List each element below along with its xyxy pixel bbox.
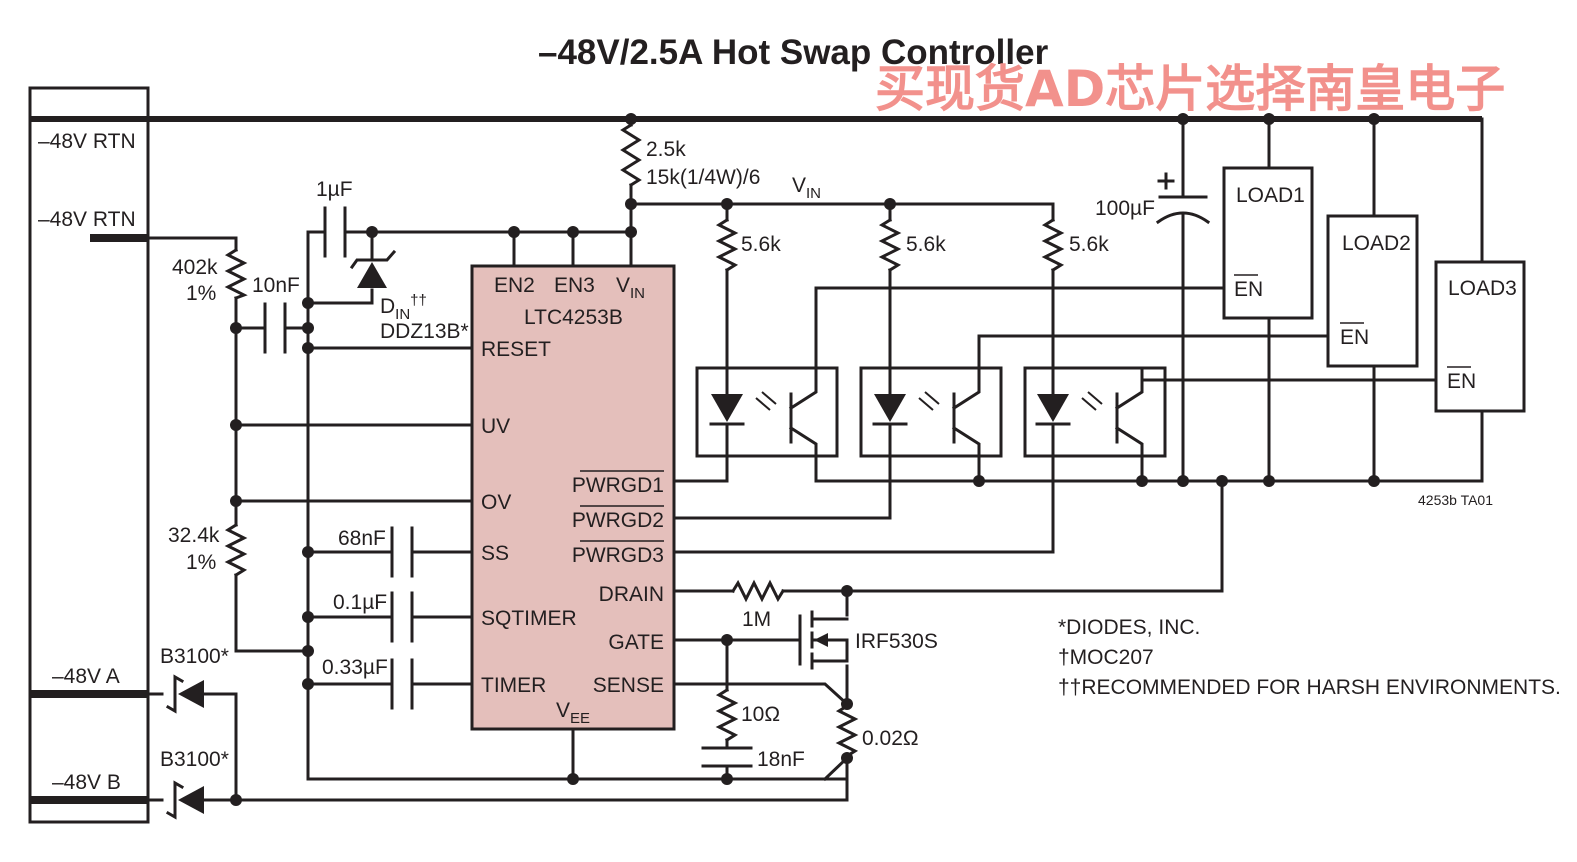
pin-vin: VIN bbox=[616, 274, 645, 302]
c-1uf-label: 1µF bbox=[316, 178, 353, 201]
c-ss-label: 68nF bbox=[338, 527, 386, 550]
r-divider-top-tol: 1% bbox=[186, 282, 216, 305]
load2-label: LOAD2 bbox=[1342, 232, 1411, 255]
mosfet-irf530s bbox=[798, 610, 849, 670]
note-2: †MOC207 bbox=[1058, 646, 1154, 669]
r-divider-top-value: 402k bbox=[172, 256, 218, 279]
optocouplers bbox=[695, 366, 1167, 458]
zener-label: DIN†† bbox=[380, 292, 427, 323]
vin-net-label: VIN bbox=[792, 174, 821, 202]
pullup-1-label: 5.6k bbox=[741, 233, 781, 256]
load1-label: LOAD1 bbox=[1236, 184, 1305, 207]
c-10nf-label: 10nF bbox=[252, 274, 300, 297]
zener-part: DDZ13B* bbox=[380, 320, 469, 343]
load1-en: EN bbox=[1234, 278, 1263, 301]
ic-name: LTC4253B bbox=[524, 306, 623, 329]
r-sense-label: 0.02Ω bbox=[862, 727, 919, 750]
ic-ltc4253b bbox=[470, 264, 676, 731]
pin-en2: EN2 bbox=[494, 274, 535, 297]
pin-vee: VEE bbox=[556, 699, 590, 727]
resistors bbox=[224, 122, 1065, 759]
capacitors bbox=[263, 172, 1211, 768]
pin-drain: DRAIN bbox=[599, 583, 664, 606]
load2-en: EN bbox=[1340, 326, 1369, 349]
r-gate-label: 10Ω bbox=[741, 703, 780, 726]
c-gate-label: 18nF bbox=[757, 748, 805, 771]
mosfet-label: IRF530S bbox=[855, 630, 938, 653]
pin-48v-b-label: –48V B bbox=[52, 771, 121, 794]
junction-dots bbox=[230, 113, 1380, 806]
pin-pwrgd1: PWRGD1 bbox=[572, 474, 664, 497]
ic-labels: EN2 EN3 VIN LTC4253B RESET UV OV SS SQTI… bbox=[481, 274, 664, 727]
pin-48v-a-label: –48V A bbox=[52, 665, 120, 688]
pin-pwrgd2: PWRGD2 bbox=[572, 509, 664, 532]
note-1: *DIODES, INC. bbox=[1058, 616, 1200, 639]
opto-1-led bbox=[709, 394, 745, 426]
component-labels: 2.5k 15k(1/4W)/6 VIN 402k 1% 32.4k 1% 1µ… bbox=[160, 138, 1561, 771]
diode-a-label: B3100* bbox=[160, 645, 229, 668]
pin-rtn-2-label: –48V RTN bbox=[38, 208, 136, 231]
opto-light-arrows bbox=[755, 391, 1103, 411]
pin-sqtimer: SQTIMER bbox=[481, 607, 577, 630]
c-timer-label: 0.33µF bbox=[322, 656, 388, 679]
r-top-value: 2.5k bbox=[646, 138, 686, 161]
diode-b-label: B3100* bbox=[160, 748, 229, 771]
pin-gate: GATE bbox=[608, 631, 664, 654]
r-divider-bottom-tol: 1% bbox=[186, 551, 216, 574]
pin-en3: EN3 bbox=[554, 274, 595, 297]
pin-rtn-1-label: –48V RTN bbox=[38, 130, 136, 153]
loads: LOAD1 LOAD2 LOAD3 EN EN EN bbox=[1222, 166, 1526, 413]
opto-transistors bbox=[788, 366, 1144, 457]
pin-timer: TIMER bbox=[481, 674, 546, 697]
load3-label: LOAD3 bbox=[1448, 277, 1517, 300]
opto-2-led bbox=[872, 394, 908, 426]
pullup-2-label: 5.6k bbox=[906, 233, 946, 256]
watermark: 买现货AD芯片选择南皇电子 bbox=[875, 60, 1505, 118]
r-drain-label: 1M bbox=[742, 608, 771, 631]
load3-en: EN bbox=[1447, 370, 1476, 393]
figure-id: 4253b TA01 bbox=[1418, 492, 1493, 508]
pullup-3-label: 5.6k bbox=[1069, 233, 1109, 256]
note-3: ††RECOMMENDED FOR HARSH ENVIRONMENTS. bbox=[1058, 676, 1561, 699]
pin-ss: SS bbox=[481, 542, 509, 565]
pin-uv: UV bbox=[481, 415, 510, 438]
zener-diode bbox=[349, 249, 397, 288]
pin-pwrgd3: PWRGD3 bbox=[572, 544, 664, 567]
r-top-rating: 15k(1/4W)/6 bbox=[646, 166, 760, 189]
schottky-diodes bbox=[165, 674, 204, 820]
backplane-connector: –48V RTN –48V RTN –48V A –48V B bbox=[28, 86, 1482, 824]
c-sqtimer-label: 0.1µF bbox=[333, 591, 387, 614]
schematic-title: –48V/2.5A Hot Swap Controller bbox=[538, 33, 1049, 72]
pin-reset: RESET bbox=[481, 338, 551, 361]
r-divider-bottom-value: 32.4k bbox=[168, 524, 220, 547]
pin-sense: SENSE bbox=[593, 674, 664, 697]
c-100uf-label: 100µF bbox=[1095, 197, 1155, 220]
pin-ov: OV bbox=[481, 491, 511, 514]
opto-3-led bbox=[1035, 394, 1071, 426]
